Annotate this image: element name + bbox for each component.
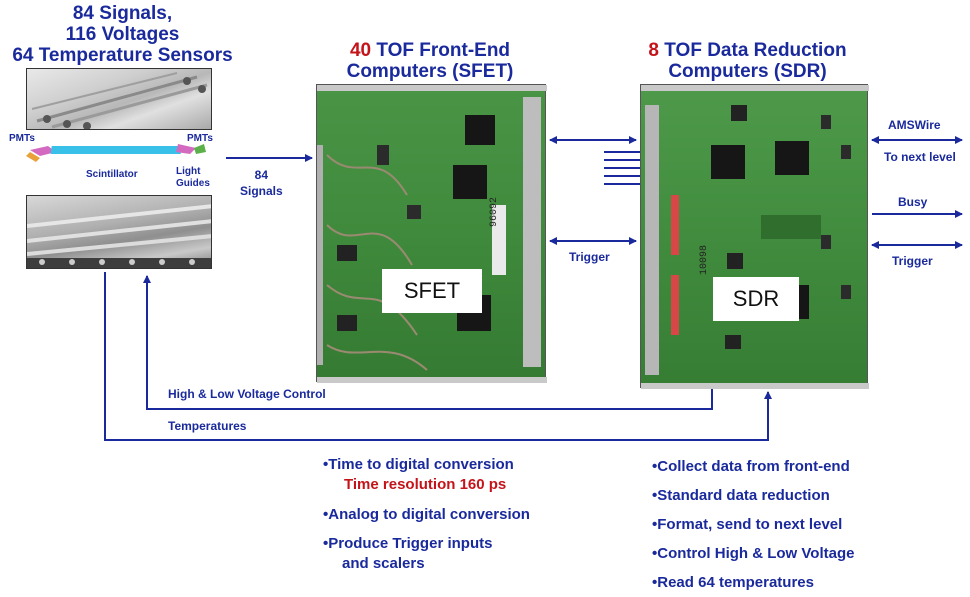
temperatures-wire [105,272,768,440]
trigger-middle-label: Trigger [569,250,610,264]
amswire-label: AMSWire [888,118,941,132]
sdr-features: •Collect data from front-end •Standard d… [652,452,952,597]
to-next-level-label: To next level [884,150,956,164]
busy-label: Busy [898,195,927,209]
hv-control-label: High & Low Voltage Control [168,387,326,401]
sfet-feature-3-cont: and scalers [323,554,603,574]
sdr-feature-2: •Standard data reduction [652,481,952,510]
sdr-feature-1: •Collect data from front-end [652,452,952,481]
sfet-feature-3: •Produce Trigger inputs [323,534,603,554]
sfet-feature-1-detail: Time resolution 160 ps [323,475,603,495]
sfet-feature-2: •Analog to digital conversion [323,505,603,525]
sfet-feature-1: •Time to digital conversion [323,455,603,475]
trigger-right-label: Trigger [892,254,933,268]
sdr-feature-4: •Control High & Low Voltage [652,539,952,568]
sfet-features: •Time to digital conversion Time resolut… [323,455,603,574]
sdr-feature-3: •Format, send to next level [652,510,952,539]
sdr-feature-5: •Read 64 temperatures [652,568,952,597]
temperatures-label: Temperatures [168,419,246,433]
